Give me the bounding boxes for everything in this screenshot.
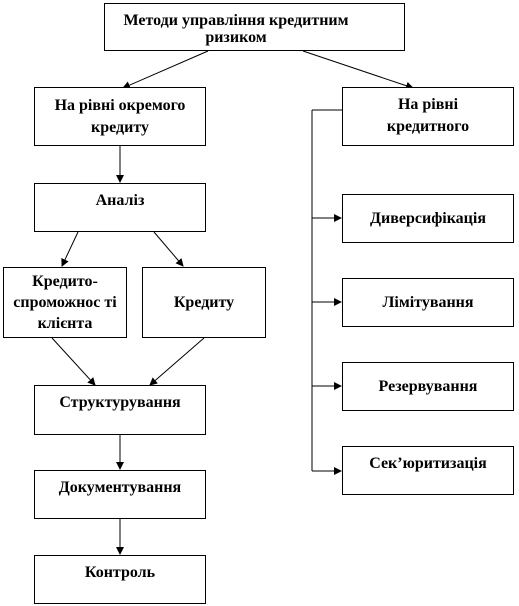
edge-analysis-creditworthiness — [61, 231, 79, 267]
edge-credit-structuring — [149, 337, 205, 386]
edge-analysis-credit — [153, 231, 184, 267]
edge-root-portfolio — [302, 50, 414, 90]
node-individual-level: На рівні окремого кредиту — [34, 87, 206, 146]
edge-creditworthiness-structuring — [51, 337, 96, 386]
node-credit: Кредиту — [142, 267, 266, 338]
node-reserving: Резервування — [342, 362, 514, 411]
node-root: Методи управління кредитним ризиком — [104, 3, 405, 51]
node-limiting: Лімітування — [342, 278, 514, 327]
node-diversification: Диверсифікація — [342, 194, 514, 243]
node-control: Контроль — [34, 555, 206, 604]
node-documenting: Документування — [34, 470, 206, 519]
node-securitization: Сек’юритизація — [342, 446, 514, 495]
node-portfolio-level: На рівні кредитного — [342, 87, 514, 146]
node-structuring: Структурування — [34, 385, 206, 435]
node-creditworthiness: Кредито- спроможнос ті клієнта — [3, 267, 127, 338]
node-analysis: Аналіз — [34, 183, 206, 232]
edge-root-individual — [122, 50, 209, 89]
